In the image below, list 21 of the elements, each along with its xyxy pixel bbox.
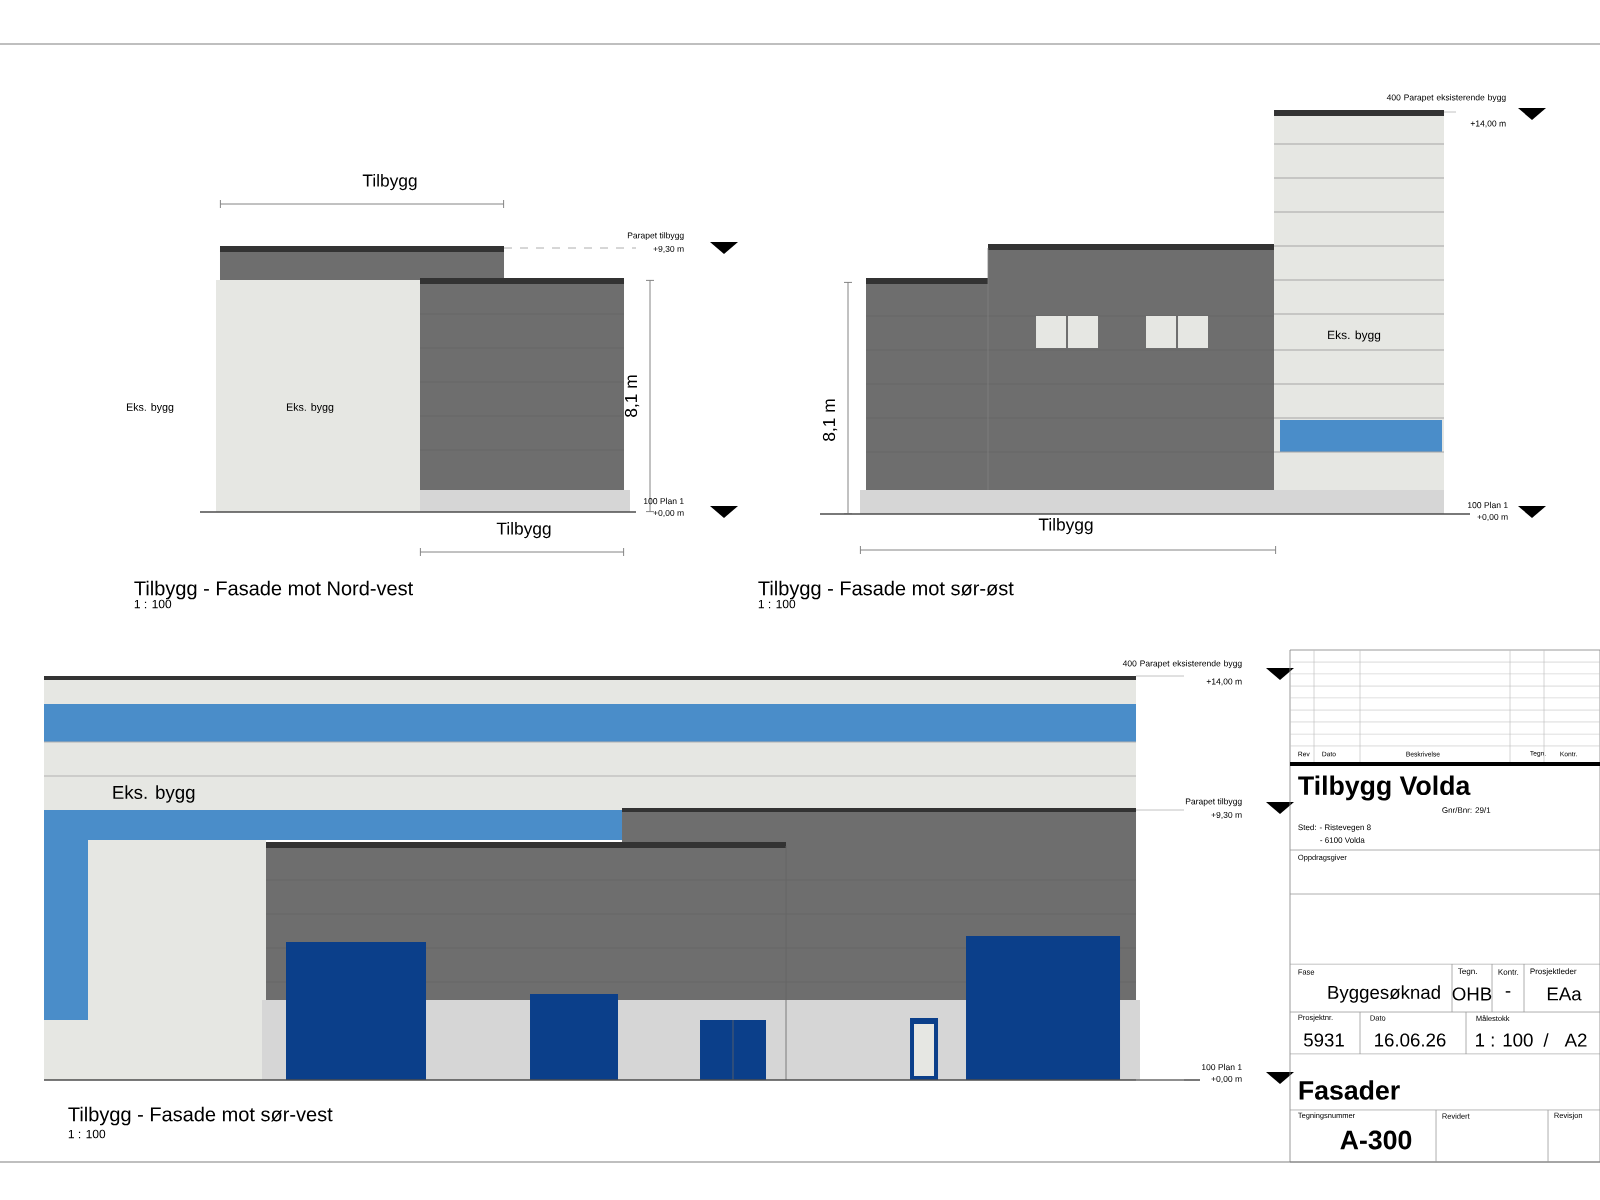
title-block-value: - bbox=[1505, 991, 1511, 993]
title-block-value: A2 bbox=[1564, 1033, 1587, 1047]
facade-label: Eks. bygg bbox=[113, 785, 195, 803]
title-block-value: 1 : 100 bbox=[1476, 1033, 1533, 1047]
project-title: Tilbygg Volda bbox=[1298, 775, 1471, 801]
title-block-value: / bbox=[1543, 1033, 1549, 1047]
title-block-value: 5931 bbox=[1304, 1033, 1344, 1047]
drawing-number: A-300 bbox=[1340, 1130, 1412, 1150]
view-title: Tilbygg - Fasade mot Nord-vest bbox=[134, 580, 413, 600]
dimension-label: 8,1 m bbox=[624, 375, 640, 417]
title-block-value: 16.06.26 bbox=[1375, 1033, 1446, 1047]
dimension-label: Tilbygg bbox=[1038, 518, 1093, 535]
view-title: Tilbygg - Fasade mot sør-øst bbox=[758, 580, 1014, 600]
sheet-title: Fasader bbox=[1299, 1080, 1400, 1100]
title-block-value: EAa bbox=[1547, 987, 1582, 1001]
dimension-label: Tilbygg bbox=[496, 522, 551, 539]
title-block-value: Byggesøknad bbox=[1328, 985, 1440, 1003]
dimension-label: 8,1 m bbox=[822, 399, 838, 441]
title-block-value: OHB bbox=[1452, 987, 1492, 1001]
view-title: Tilbygg - Fasade mot sør-vest bbox=[68, 1106, 333, 1126]
dimension-label: Tilbygg bbox=[362, 174, 417, 191]
